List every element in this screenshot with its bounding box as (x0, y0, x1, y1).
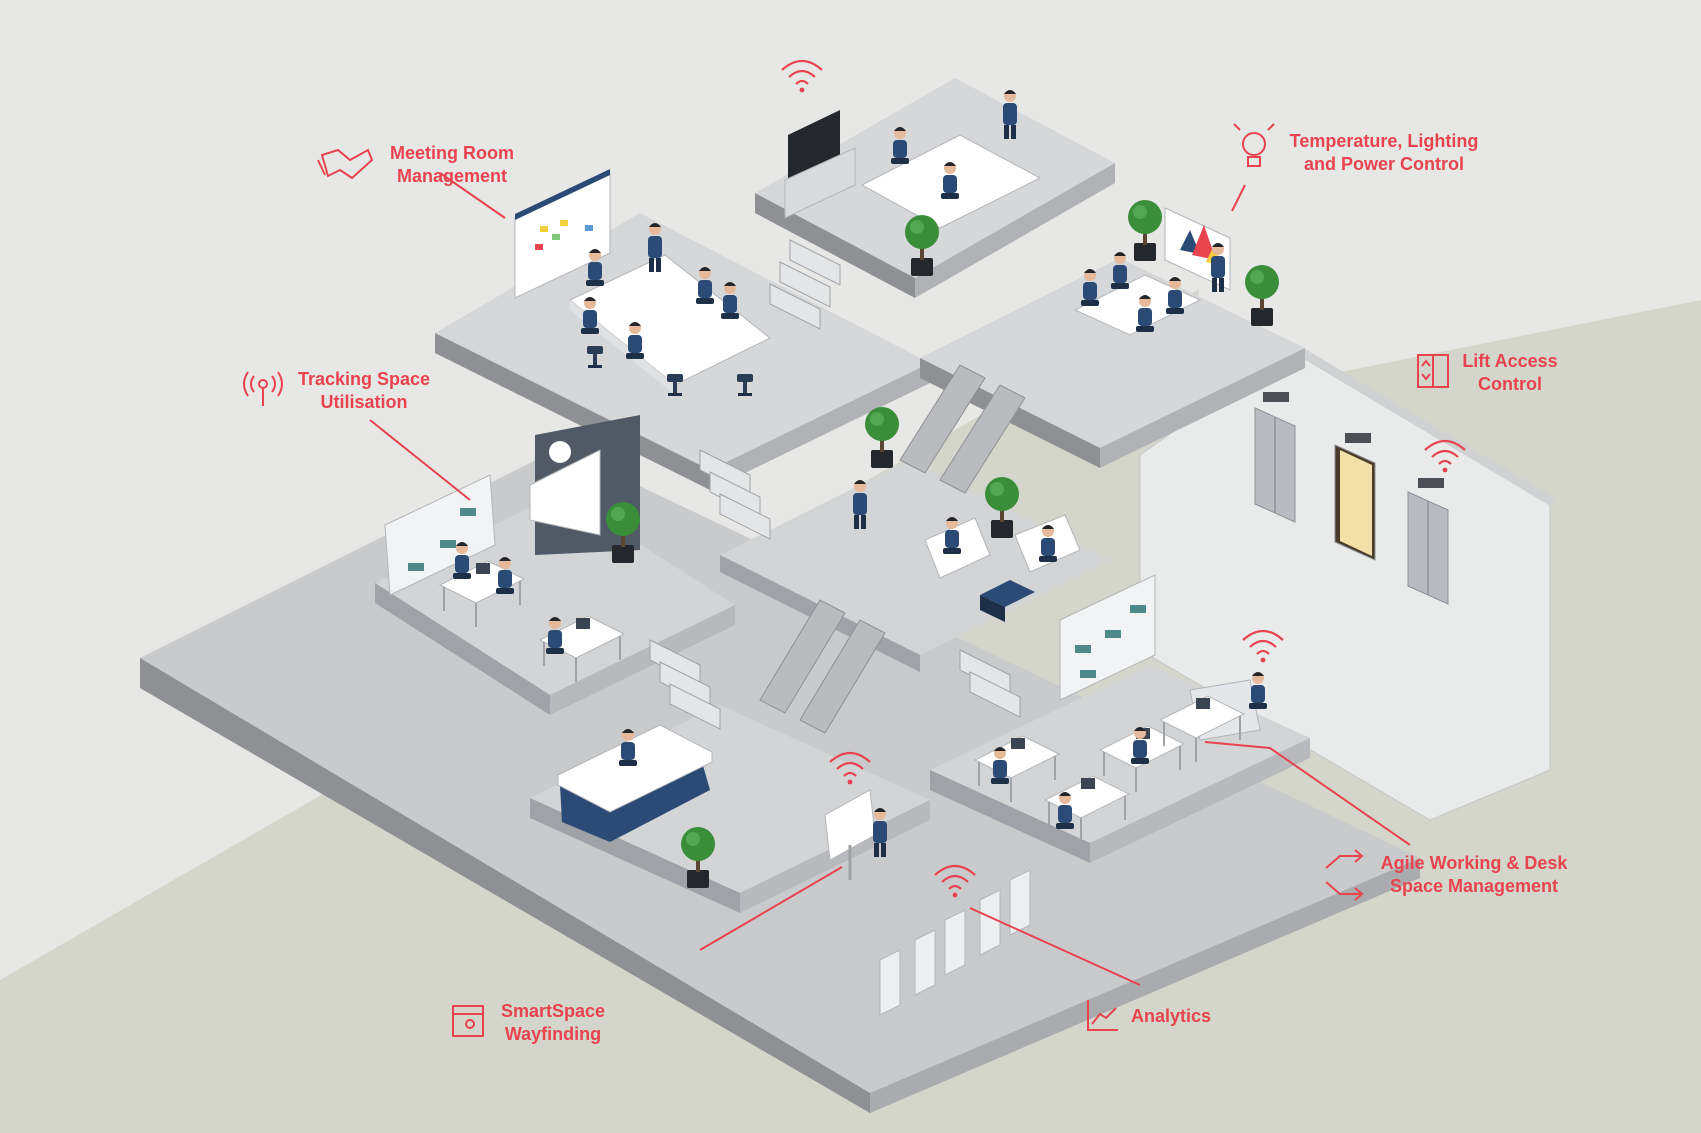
feature-label-line: Wayfinding (504, 1024, 602, 1044)
feature-label-climate: Temperature, Lighting and Power Control (1290, 130, 1479, 176)
feature-label-line: Lift Access (1462, 351, 1558, 371)
feature-label-line: Agile Working & Desk (1380, 853, 1568, 873)
radio-signal-icon (243, 371, 283, 406)
feature-label-analytics: Analytics (1131, 1005, 1211, 1028)
feature-label-line: Meeting Room (390, 143, 514, 163)
feature-label-line: Analytics (1130, 1006, 1212, 1026)
map-screen-icon (452, 1005, 484, 1037)
lift-panel-icon (1417, 354, 1449, 388)
swap-arrows-icon (1325, 849, 1364, 901)
feature-label-line: and Power Control (1303, 154, 1464, 174)
feature-label-line: Control (1478, 374, 1542, 394)
feature-label-line: Utilisation (320, 392, 408, 412)
feature-label-line: SmartSpace (500, 1001, 606, 1021)
feature-label-line: Tracking Space (297, 369, 431, 389)
trend-chart-icon (1087, 1000, 1118, 1031)
lightbulb-icon (1233, 123, 1275, 167)
feature-label-line: Management (396, 166, 508, 186)
feature-label-line: Temperature, Lighting (1289, 131, 1479, 151)
feature-label-line: Space Management (1389, 876, 1559, 896)
handshake-icon (317, 148, 374, 180)
